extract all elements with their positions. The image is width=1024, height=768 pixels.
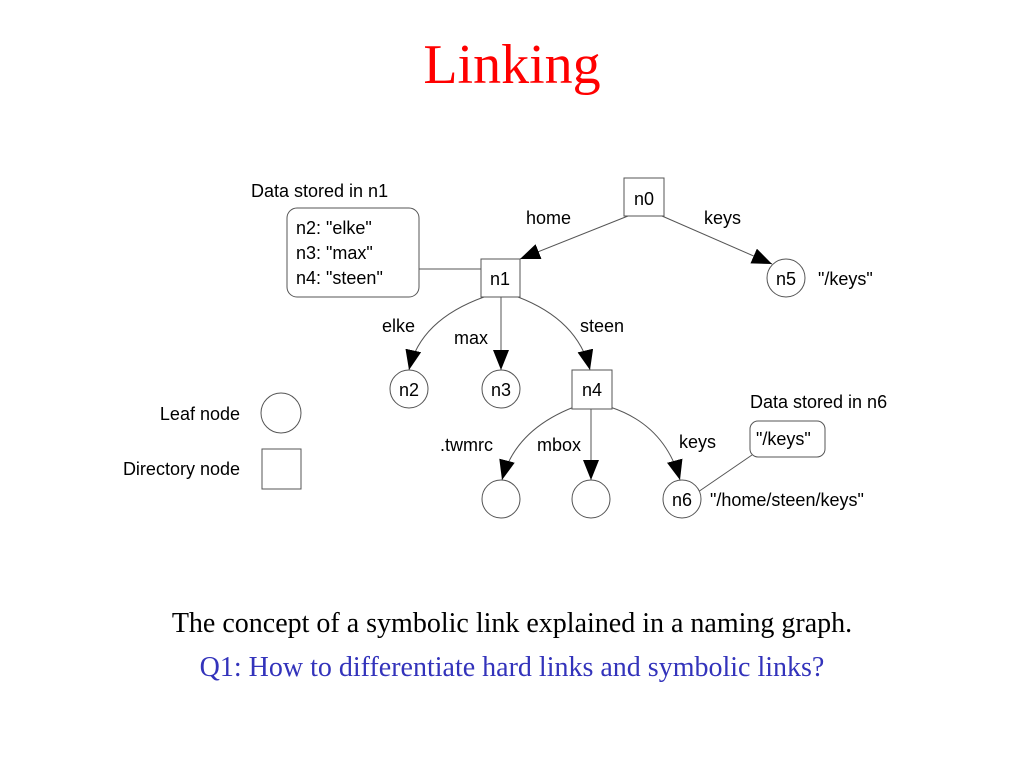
n1-data-line: n2: "elke" (296, 218, 372, 238)
n1-data-box (286, 207, 420, 298)
edge-label-keys-n4: keys (679, 432, 716, 452)
edge-label-mbox: mbox (537, 435, 581, 455)
n6-path-label: "/home/steen/keys" (710, 490, 864, 510)
legend-directory-icon (261, 448, 302, 490)
slide-title: Linking (423, 34, 601, 96)
legend-leaf-label: Leaf node (160, 404, 240, 424)
leaf-node-mbox (571, 479, 611, 519)
directory-node-n0 (623, 177, 665, 217)
node-label-n4: n4 (582, 380, 602, 400)
edge-label-keys-n0: keys (704, 208, 741, 228)
directory-node-n1 (480, 258, 521, 298)
leaf-node-n6 (662, 479, 702, 519)
edge-home (519, 215, 629, 260)
node-label-n5: n5 (776, 269, 796, 289)
edge-twmrc (499, 406, 575, 481)
leaf-node-n5 (766, 258, 806, 298)
legend-leaf-icon (260, 392, 302, 434)
node-label-n6: n6 (672, 490, 692, 510)
edge-keys-n4 (609, 406, 683, 481)
edge-label-elke: elke (382, 316, 415, 336)
n6-data-value: "/keys" (756, 429, 811, 449)
node-label-n3: n3 (491, 380, 511, 400)
leaf-node-n3 (481, 369, 521, 409)
n6-data-heading: Data stored in n6 (750, 392, 887, 412)
edge-label-home: home (526, 208, 571, 228)
node-label-n2: n2 (399, 380, 419, 400)
node-label-n1: n1 (490, 269, 510, 289)
leaf-node-twmrc (481, 479, 521, 519)
n1-data-line: n4: "steen" (296, 268, 383, 288)
n5-path-label: "/keys" (818, 269, 873, 289)
n1-data-heading: Data stored in n1 (251, 181, 388, 201)
slide-caption: The concept of a symbolic link explained… (171, 608, 853, 639)
edge-label-twmrc: .twmrc (440, 435, 493, 455)
slide-question: Q1: How to differentiate hard links and … (199, 652, 825, 683)
edge-steen (517, 296, 594, 371)
legend-directory-label: Directory node (123, 459, 240, 479)
edge-elke (405, 296, 485, 371)
directory-node-n4 (571, 369, 613, 410)
leaf-node-n2 (389, 369, 429, 409)
connector-n6-data (697, 454, 753, 493)
node-label-n0: n0 (634, 189, 654, 209)
edge-label-max: max (454, 328, 488, 348)
n6-data-box (749, 420, 826, 458)
n1-data-line: n3: "max" (296, 243, 373, 263)
edge-label-steen: steen (580, 316, 624, 336)
edge-keys-n0 (661, 215, 773, 265)
